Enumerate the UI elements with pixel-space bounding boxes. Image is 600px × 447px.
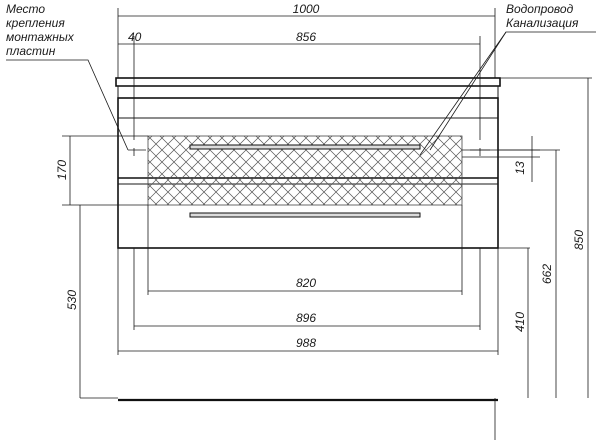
dim-1000-label: 1000 (293, 2, 320, 16)
dim-410-label: 410 (513, 312, 527, 332)
mounting-note-line-2: крепления (6, 16, 65, 30)
dim-1000: 1000 (117, 2, 496, 78)
dim-13: 13 (462, 136, 540, 182)
top-drawer-handle (189, 144, 421, 150)
dim-170: 170 (55, 135, 148, 206)
dim-856: 856 40 (118, 30, 481, 140)
dim-820: 820 (147, 205, 463, 295)
dim-40-label: 40 (128, 30, 142, 44)
mounting-note-line-3: монтажных (6, 30, 75, 44)
dim-170-label: 170 (55, 160, 69, 180)
utilities-note-line-2: Канализация (506, 16, 579, 30)
dim-530: 530 (65, 205, 118, 399)
utilities-note: Водопровод Канализация (419, 2, 596, 156)
dim-988: 988 (117, 248, 499, 355)
mounting-note-line-1: Место (6, 2, 45, 16)
dim-662: 662 (498, 149, 560, 398)
dim-896-label: 896 (296, 311, 316, 325)
dim-850-label: 850 (572, 230, 586, 250)
dim-530-label: 530 (65, 290, 79, 310)
dim-896: 896 (133, 248, 481, 330)
dim-988-label: 988 (296, 336, 316, 350)
dim-410: 410 (498, 247, 530, 398)
bottom-drawer-handle (189, 212, 421, 218)
dim-13-label: 13 (513, 161, 527, 175)
mounting-note-line-4: пластин (6, 44, 56, 58)
dim-820-label: 820 (296, 276, 316, 290)
utilities-note-line-1: Водопровод (506, 2, 574, 16)
dim-662-label: 662 (540, 264, 554, 284)
countertop (115, 77, 501, 99)
dim-850: 850 (500, 77, 592, 398)
dim-856-label: 856 (296, 30, 316, 44)
mounting-note: Место крепления монтажных пластин (6, 2, 129, 151)
